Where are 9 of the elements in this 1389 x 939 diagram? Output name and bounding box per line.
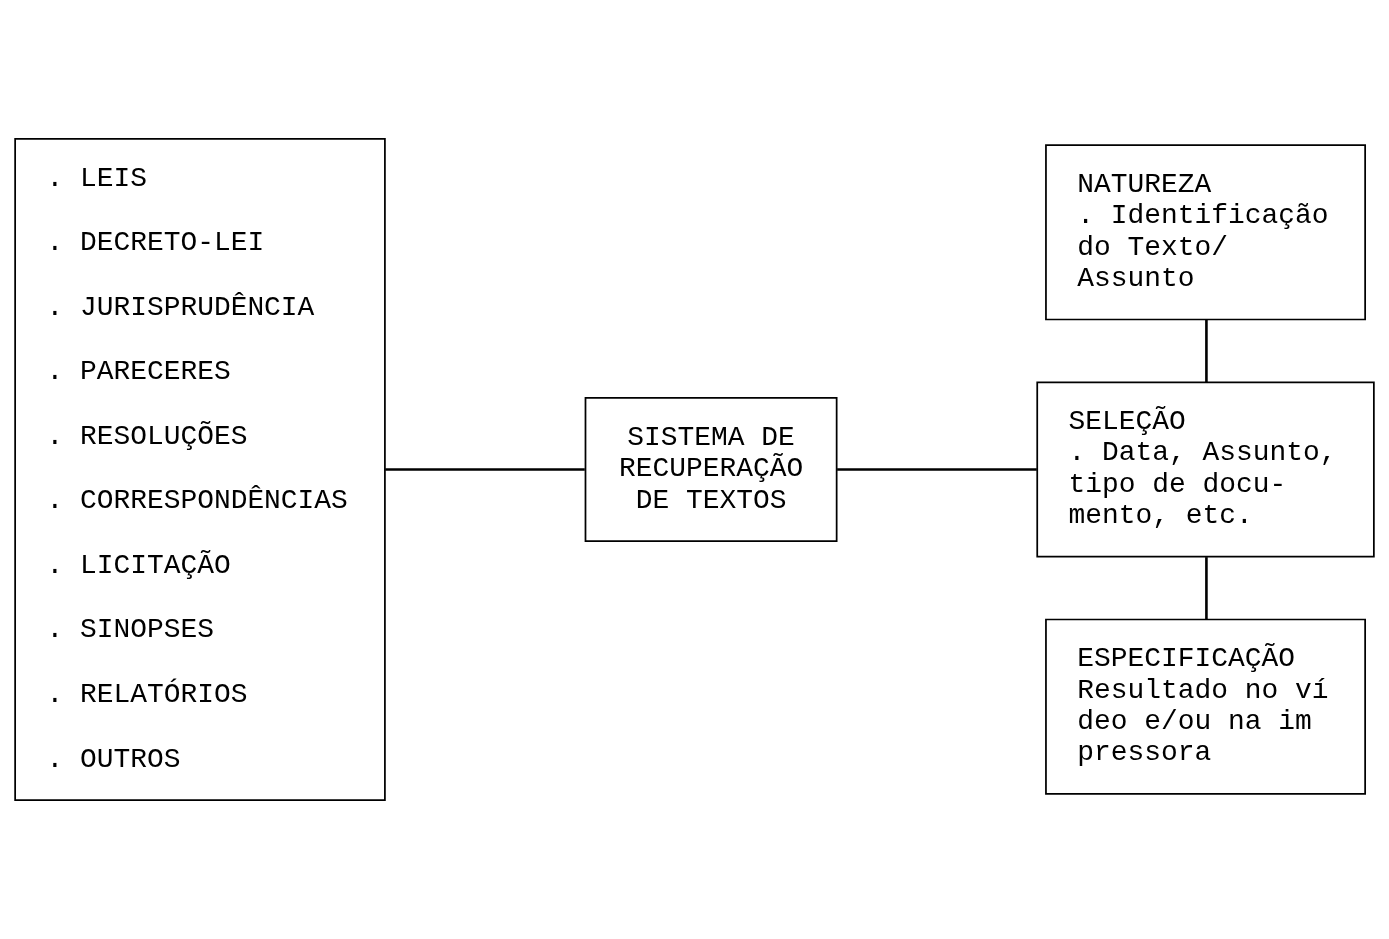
connector [1205,557,1208,620]
node-box: SELEÇÃO . Data, Assunto, tipo de docu- mento, etc. [1036,381,1375,558]
node-box: SISTEMA DE RECUPERAÇÃO DE TEXTOS [584,397,838,542]
node-box: NATUREZA . Identificação do Texto/ Assunto [1045,144,1366,321]
connector [837,468,1037,471]
connector [385,468,585,471]
node-box: ESPECIFICAÇÃO Resultado no ví deo e/ou na im pressora [1045,618,1366,795]
connector [1205,319,1208,383]
node-box: . LEIS . DECRETO-LEI . JURISPRUDÊNCIA . PARECERES . RESOLUÇÕES . CORRESPONDÊNCIAS . LICITAÇÃO . SINOPSES . RELATÓRIOS . OUTROS [14,138,386,801]
